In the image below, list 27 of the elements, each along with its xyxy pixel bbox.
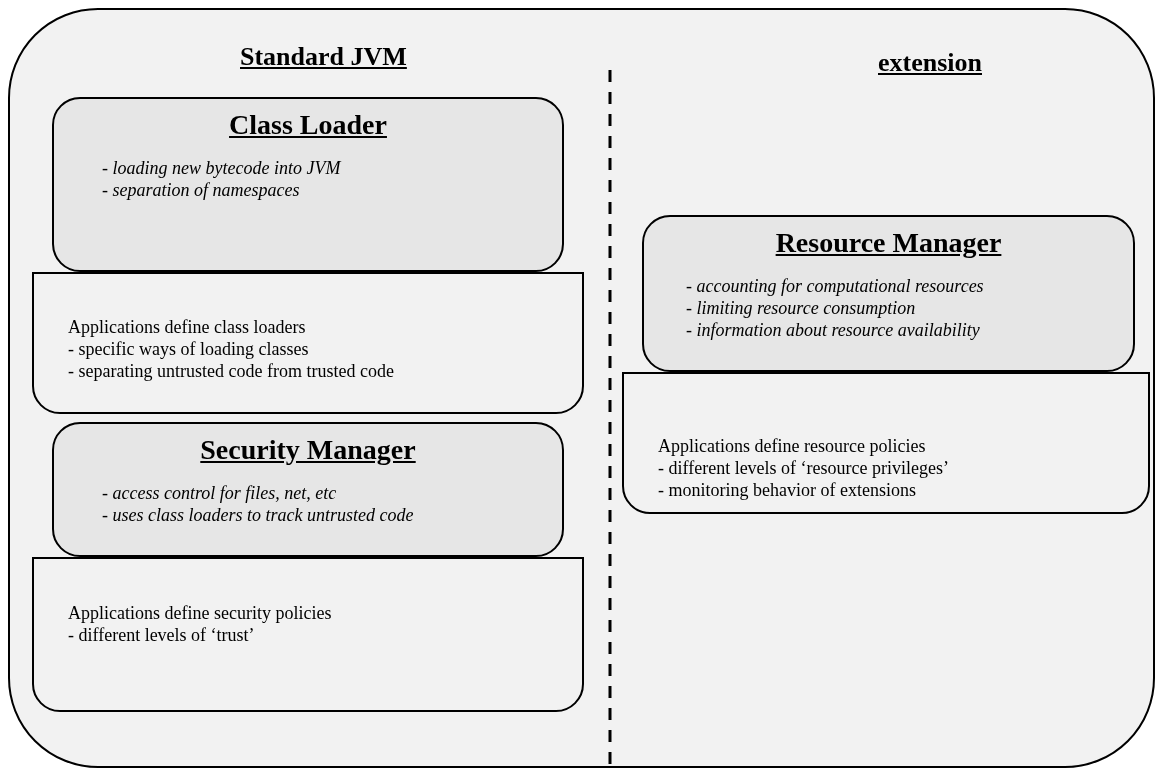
list-item: - different levels of ‘resource privileges’ — [658, 457, 950, 479]
feature-item: - separation of namespaces — [102, 179, 300, 201]
panel-box — [32, 557, 584, 712]
component-card — [52, 422, 564, 557]
container-background — [8, 8, 1155, 768]
list-item: - monitoring behavior of extensions — [658, 479, 916, 501]
card-title: Resource Manager — [774, 227, 1003, 259]
description-text: Applications define class loaders — [68, 316, 306, 338]
component-card — [642, 215, 1135, 372]
column-heading: extension — [878, 48, 982, 78]
feature-item: - limiting resource consumption — [686, 297, 916, 319]
description-text: Applications define security policies — [68, 602, 332, 624]
list-item: - separating untrusted code from trusted code — [68, 360, 394, 382]
feature-item: - information about resource availability — [686, 319, 980, 341]
list-item: - different levels of ‘trust’ — [68, 624, 255, 646]
card-title: Security Manager — [199, 434, 417, 466]
component-card — [52, 97, 564, 272]
card-title: Class Loader — [228, 109, 388, 141]
column-heading: Standard JVM — [240, 42, 407, 72]
description-text: Applications define resource policies — [658, 435, 926, 457]
panel-box — [32, 272, 584, 414]
feature-item: - loading new bytecode into JVM — [102, 157, 341, 179]
feature-item: - access control for files, net, etc — [102, 482, 337, 504]
panel-box — [622, 372, 1150, 514]
feature-item: - accounting for computational resources — [686, 275, 984, 297]
feature-item: - uses class loaders to track untrusted code — [102, 504, 414, 526]
list-item: - specific ways of loading classes — [68, 338, 309, 360]
